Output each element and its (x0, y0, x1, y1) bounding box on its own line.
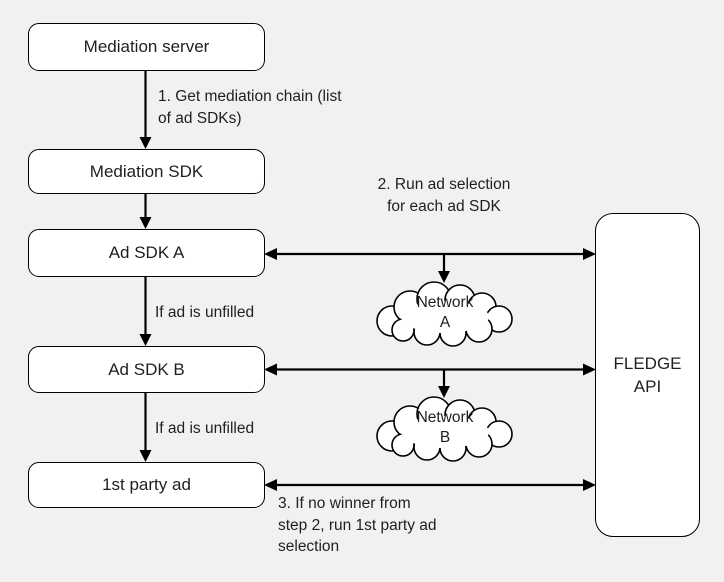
annotation-step1: 1. Get mediation chain (list of ad SDKs) (158, 86, 342, 129)
arrow-mediation-sdk-to-ad-sdk-a (139, 194, 152, 229)
cloud-network-a-line1: Network (416, 294, 474, 311)
node-fledge-api-label-line1: FLEDGE (613, 354, 682, 373)
node-ad-sdk-a-label: Ad SDK A (108, 243, 185, 262)
arrow-branch-to-network-a (438, 255, 450, 283)
annotation-step2-line2: for each ad SDK (387, 197, 501, 215)
node-first-party-ad: 1st party ad (28, 462, 265, 508)
annotation-step2: 2. Run ad selection for each ad SDK (360, 174, 528, 217)
arrow-first-party-fledge (264, 479, 596, 491)
node-ad-sdk-b: Ad SDK B (28, 346, 265, 393)
cloud-network-a: Network A (372, 281, 518, 347)
arrow-ad-sdk-a-to-ad-sdk-b (139, 277, 152, 346)
arrow-ad-sdk-a-fledge (264, 248, 596, 260)
annotation-step2-line1: 2. Run ad selection (377, 176, 511, 193)
arrow-branch-to-network-b (438, 370, 450, 398)
cloud-network-b-line2: B (439, 429, 451, 446)
node-mediation-server: Mediation server (28, 23, 265, 71)
annotation-step1-line1: 1. Get mediation chain (list (158, 88, 342, 105)
annotation-unfilled-a: If ad is unfilled (155, 304, 255, 321)
cloud-icon (376, 396, 513, 462)
annotation-step3-line3: selection (278, 538, 340, 555)
cloud-network-a-line2: A (439, 314, 451, 331)
arrow-server-to-mediation-sdk (139, 71, 152, 149)
node-mediation-server-label: Mediation server (83, 37, 210, 56)
annotation-step1-line2: of ad SDKs) (158, 109, 242, 127)
node-first-party-ad-label: 1st party ad (102, 475, 191, 494)
annotation-step3-line1: 3. If no winner from (278, 495, 411, 512)
annotation-unfilled-b: If ad is unfilled (155, 420, 255, 437)
node-mediation-sdk: Mediation SDK (28, 149, 265, 194)
node-fledge-api: FLEDGE API (595, 213, 700, 537)
node-ad-sdk-a: Ad SDK A (28, 229, 265, 277)
annotation-step3: 3. If no winner from step 2, run 1st par… (278, 493, 437, 558)
cloud-network-a-label: Network A (372, 293, 518, 333)
cloud-network-b-label: Network B (372, 408, 518, 448)
cloud-network-b: Network B (372, 396, 518, 462)
cloud-network-b-line1: Network (416, 409, 474, 426)
annotation-step3-line2: step 2, run 1st party ad (278, 516, 437, 534)
node-ad-sdk-b-label: Ad SDK B (108, 359, 185, 379)
node-mediation-sdk-label: Mediation SDK (89, 161, 204, 181)
node-fledge-api-label-line2: API (633, 377, 662, 396)
arrow-ad-sdk-b-fledge (264, 363, 596, 376)
arrow-ad-sdk-b-to-first-party-ad (139, 393, 152, 462)
cloud-icon (376, 281, 513, 347)
